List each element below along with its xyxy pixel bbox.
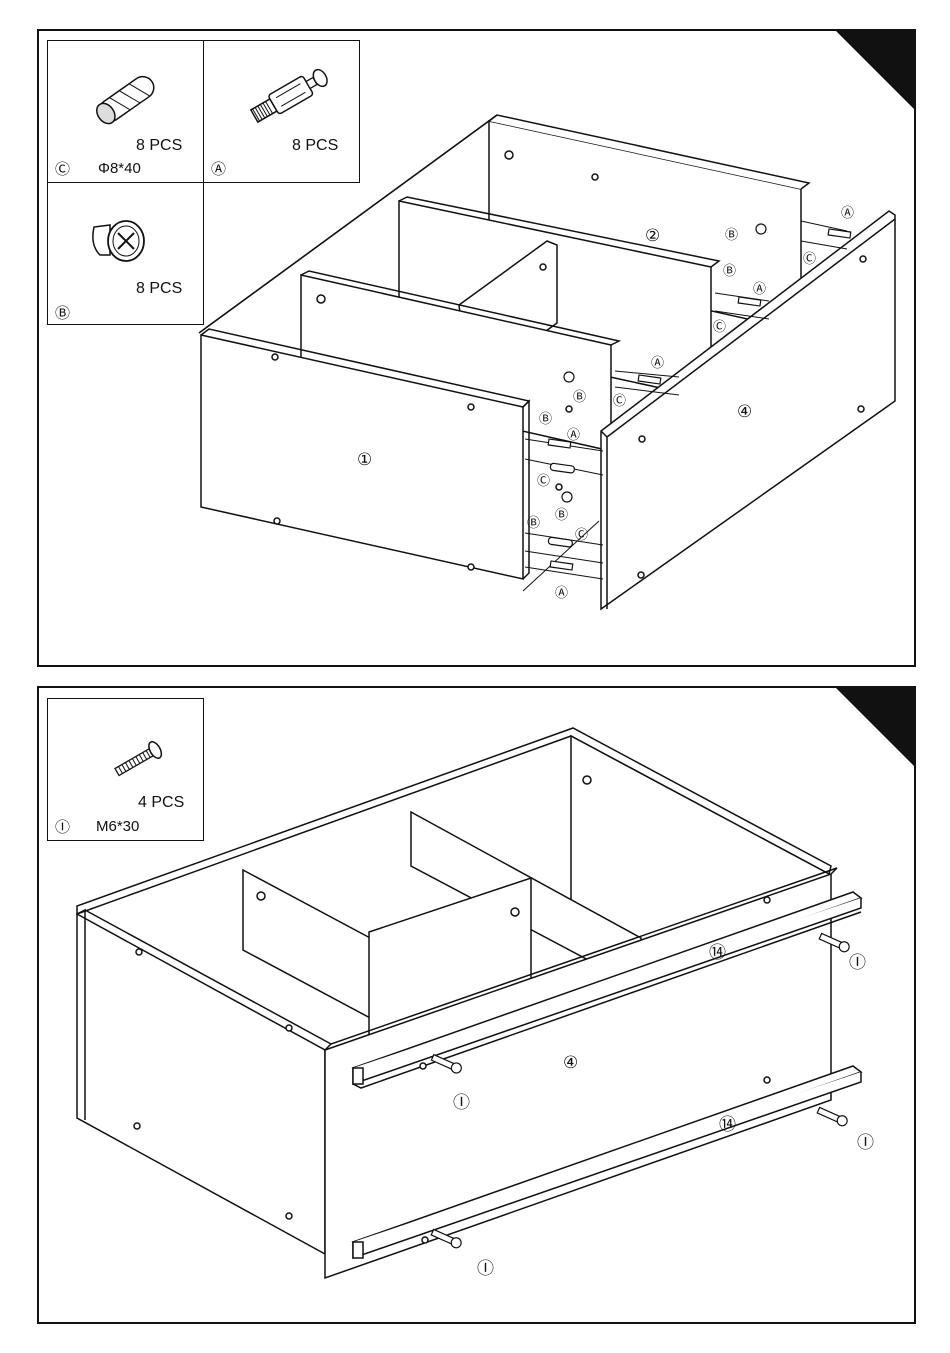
step-1-panel: 8 PCS Ⓒ Φ8*40 8 PCS Ⓐ 8 PCS Ⓑ	[37, 29, 916, 667]
marker-a: Ⓐ	[841, 206, 854, 221]
marker-a: Ⓐ	[651, 356, 664, 371]
marker-c: Ⓒ	[537, 474, 550, 489]
label-panel-4: ④	[737, 402, 752, 422]
marker-c: Ⓒ	[575, 528, 588, 543]
label-panel-2: ②	[645, 226, 660, 246]
marker-a: Ⓐ	[567, 428, 580, 443]
marker-b: Ⓑ	[725, 228, 738, 243]
marker-b: Ⓑ	[539, 412, 552, 427]
label-panel-4: ④	[563, 1053, 578, 1073]
marker-b: Ⓑ	[527, 516, 540, 531]
marker-i: Ⓘ	[857, 1133, 874, 1153]
label-rail-14: ⑭	[709, 943, 726, 963]
marker-a: Ⓐ	[753, 282, 766, 297]
step-1-exploded-diagram: ② ① ④ Ⓐ Ⓒ Ⓑ Ⓑ Ⓐ Ⓒ Ⓐ Ⓑ Ⓒ Ⓑ Ⓐ Ⓒ Ⓑ Ⓑ Ⓒ Ⓐ	[39, 31, 916, 667]
marker-b: Ⓑ	[555, 508, 568, 523]
marker-b: Ⓑ	[573, 390, 586, 405]
label-rail-14: ⑭	[719, 1115, 736, 1135]
label-panel-1: ①	[357, 450, 372, 470]
step-2-panel: 4 PCS Ⓘ M6*30	[37, 686, 916, 1324]
marker-c: Ⓒ	[613, 394, 626, 409]
marker-i: Ⓘ	[477, 1259, 494, 1279]
step-2-assembly-diagram: ④ ⑭ ⑭ Ⓘ Ⓘ Ⓘ Ⓘ	[39, 688, 916, 1324]
marker-i: Ⓘ	[849, 953, 866, 973]
marker-i: Ⓘ	[453, 1093, 470, 1113]
marker-c: Ⓒ	[713, 320, 726, 335]
marker-a: Ⓐ	[555, 586, 568, 601]
marker-b: Ⓑ	[723, 264, 736, 279]
marker-c: Ⓒ	[803, 252, 816, 267]
